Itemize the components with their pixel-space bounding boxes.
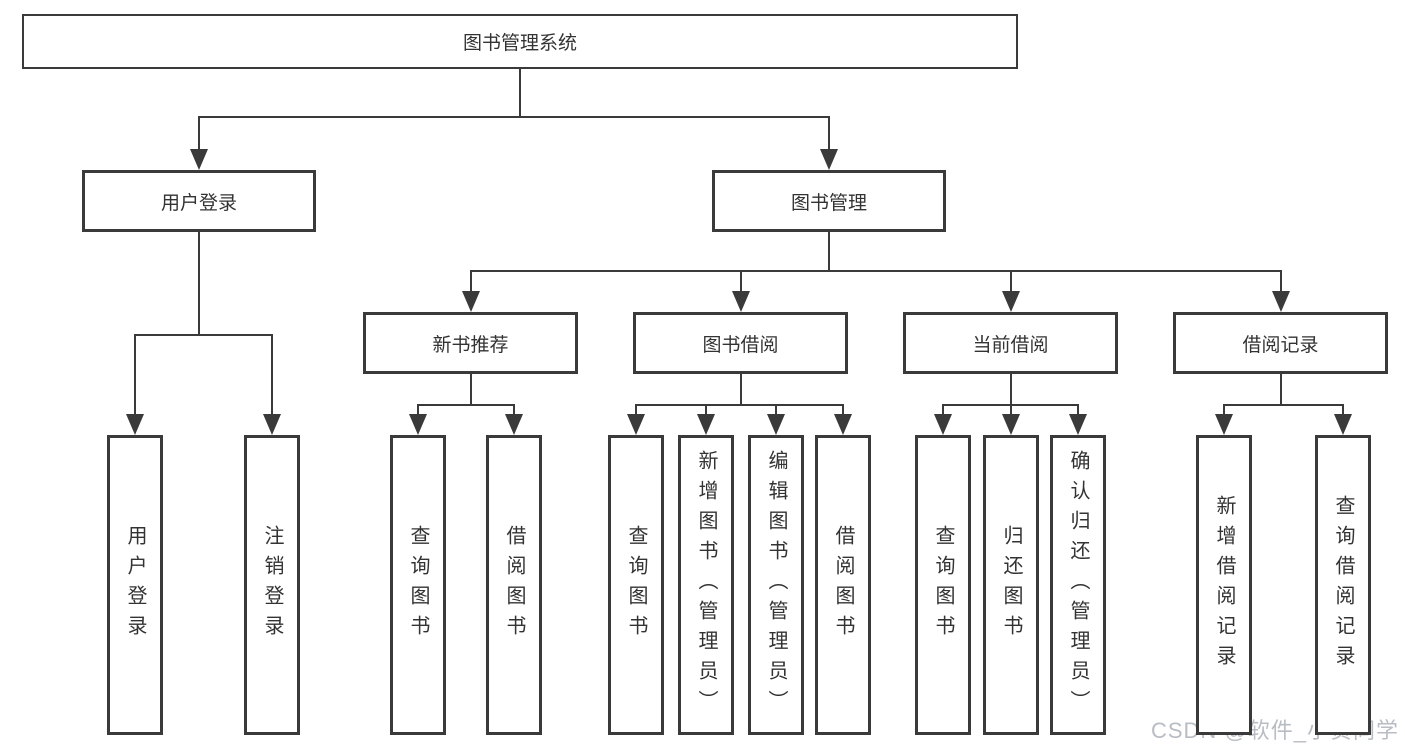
connector-stem-book-mgmt xyxy=(828,232,830,272)
arrow-down-icon xyxy=(834,414,852,435)
arrow-down-icon xyxy=(767,414,785,435)
node-label: 查询图书 xyxy=(407,525,429,645)
node-label: 编辑图书（管理员） xyxy=(765,450,787,720)
leaf-user-login: 用户登录 xyxy=(107,435,163,735)
connector-stem-login xyxy=(198,232,200,336)
node-label: 用户登录 xyxy=(160,192,237,214)
connector-drop-nb-borrow xyxy=(513,406,515,417)
node-label: 新增借阅记录 xyxy=(1213,495,1235,675)
node-label: 借阅图书 xyxy=(832,525,854,645)
connector-drop-logout xyxy=(271,336,273,417)
leaf-query-books: 查询图书 xyxy=(608,435,664,735)
leaf-return-books: 归还图书 xyxy=(983,435,1039,735)
connector-drop-book-mgmt xyxy=(828,118,830,152)
connector-drop-bb-borrow xyxy=(842,406,844,417)
arrow-down-icon xyxy=(1002,414,1020,435)
arrow-down-icon xyxy=(505,414,523,435)
connector-rail-current-borrow xyxy=(942,404,1079,406)
connector-drop-new-books xyxy=(470,272,472,294)
connector-rail-system xyxy=(198,116,830,118)
node-label: 用户登录 xyxy=(124,525,146,645)
leaf-borrow-books: 借阅图书 xyxy=(815,435,871,735)
node-label: 借阅记录 xyxy=(1242,334,1319,356)
node-label: 查询借阅记录 xyxy=(1332,495,1354,675)
connector-rail-new-books xyxy=(417,404,515,406)
connector-rail-borrow-records xyxy=(1223,404,1344,406)
connector-drop-cb-query xyxy=(942,406,944,417)
leaf-add-borrow-record: 新增借阅记录 xyxy=(1196,435,1252,735)
connector-drop-current-borrow xyxy=(1010,272,1012,294)
arrow-down-icon xyxy=(820,149,838,170)
node-user-login-branch: 用户登录 xyxy=(82,170,316,232)
connector-drop-borrow-records xyxy=(1280,272,1282,294)
arrow-down-icon xyxy=(409,414,427,435)
connector-drop-bb-query xyxy=(635,406,637,417)
connector-drop-bb-edit xyxy=(775,406,777,417)
arrow-down-icon xyxy=(126,414,144,435)
node-library-management-system: 图书管理系统 xyxy=(22,14,1018,69)
arrow-down-icon xyxy=(1215,414,1233,435)
node-label: 确认归还（管理员） xyxy=(1067,450,1089,720)
connector-stem-system xyxy=(519,69,521,118)
connector-stem-current-borrow xyxy=(1010,374,1012,406)
connector-stem-new-books xyxy=(470,374,472,406)
leaf-query-books: 查询图书 xyxy=(915,435,971,735)
connector-drop-book-borrow xyxy=(740,272,742,294)
connector-rail-login xyxy=(134,334,273,336)
node-label: 图书借阅 xyxy=(702,334,779,356)
connector-rail-book-borrow xyxy=(635,404,844,406)
leaf-add-books-admin: 新增图书（管理员） xyxy=(678,435,734,735)
node-label: 查询图书 xyxy=(625,525,647,645)
connector-rail-book-mgmt xyxy=(470,270,1282,272)
node-label: 新书推荐 xyxy=(432,334,509,356)
arrow-down-icon xyxy=(732,291,750,312)
node-label: 新增图书（管理员） xyxy=(695,450,717,720)
node-new-book-recommend: 新书推荐 xyxy=(363,312,578,374)
connector-drop-cb-confirm xyxy=(1077,406,1079,417)
connector-drop-br-add xyxy=(1223,406,1225,417)
connector-drop-br-query xyxy=(1342,406,1344,417)
leaf-confirm-return-admin: 确认归还（管理员） xyxy=(1050,435,1106,735)
connector-stem-book-borrow xyxy=(740,374,742,406)
connector-stem-borrow-records xyxy=(1280,374,1282,406)
node-label: 借阅图书 xyxy=(503,525,525,645)
leaf-query-books: 查询图书 xyxy=(390,435,446,735)
arrow-down-icon xyxy=(1334,414,1352,435)
node-label: 图书管理系统 xyxy=(462,33,577,54)
node-label: 图书管理 xyxy=(790,192,867,214)
node-label: 归还图书 xyxy=(1000,525,1022,645)
leaf-borrow-books: 借阅图书 xyxy=(486,435,542,735)
arrow-down-icon xyxy=(934,414,952,435)
connector-drop-user-login xyxy=(134,336,136,417)
arrow-down-icon xyxy=(1002,291,1020,312)
arrow-down-icon xyxy=(190,149,208,170)
leaf-query-borrow-record: 查询借阅记录 xyxy=(1315,435,1371,735)
node-book-management-branch: 图书管理 xyxy=(712,170,946,232)
node-book-borrowing: 图书借阅 xyxy=(633,312,848,374)
connector-drop-login xyxy=(198,118,200,152)
leaf-edit-books-admin: 编辑图书（管理员） xyxy=(748,435,804,735)
arrow-down-icon xyxy=(1272,291,1290,312)
connector-drop-nb-query xyxy=(417,406,419,417)
connector-drop-bb-add xyxy=(705,406,707,417)
arrow-down-icon xyxy=(697,414,715,435)
node-borrowing-records: 借阅记录 xyxy=(1173,312,1388,374)
arrow-down-icon xyxy=(462,291,480,312)
arrow-down-icon xyxy=(263,414,281,435)
node-current-borrowing: 当前借阅 xyxy=(903,312,1118,374)
node-label: 查询图书 xyxy=(932,525,954,645)
arrow-down-icon xyxy=(627,414,645,435)
connector-drop-cb-return xyxy=(1010,406,1012,417)
node-label: 当前借阅 xyxy=(972,334,1049,356)
node-label: 注销登录 xyxy=(261,525,283,645)
arrow-down-icon xyxy=(1069,414,1087,435)
leaf-logout: 注销登录 xyxy=(244,435,300,735)
